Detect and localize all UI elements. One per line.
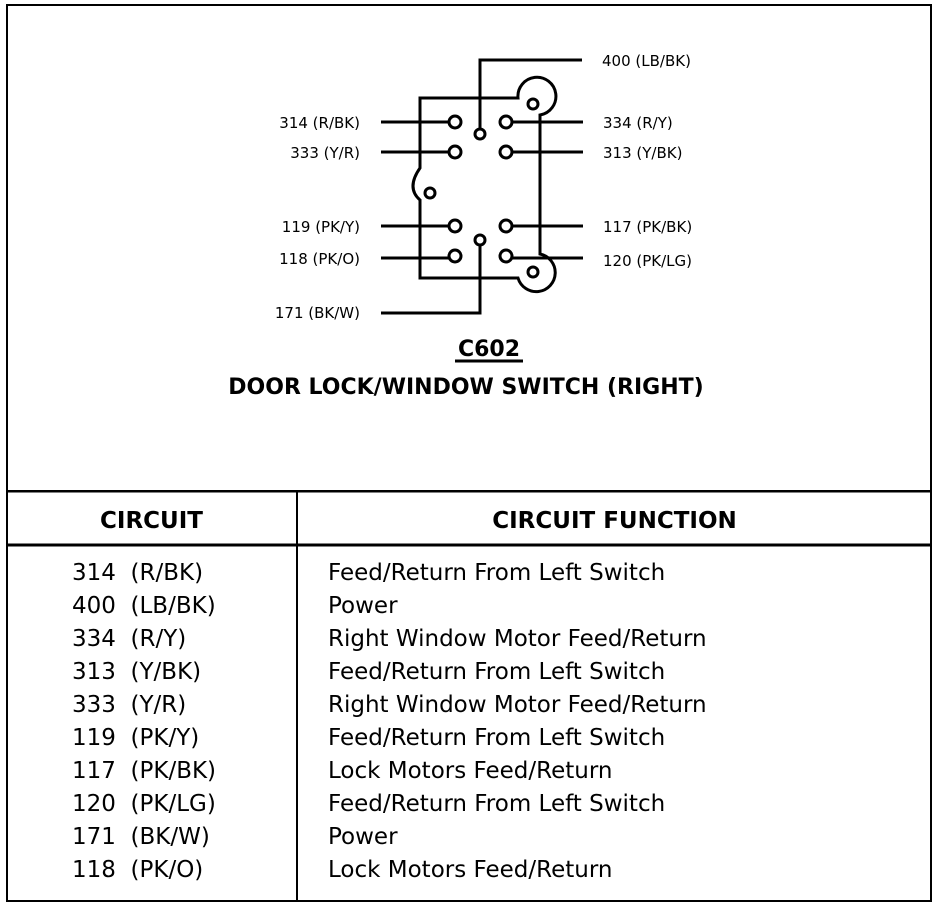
wire-label-118: 118 (PK/O) bbox=[279, 250, 360, 268]
function-cell: Feed/Return From Left Switch bbox=[328, 560, 666, 586]
circuit-cell: 118 (PK/O) bbox=[72, 857, 204, 883]
wire-label-120: 120 (PK/LG) bbox=[603, 252, 692, 270]
wire-label-171: 171 (BK/W) bbox=[275, 304, 360, 322]
wire-label-400: 400 (LB/BK) bbox=[602, 52, 691, 70]
circuit-cell: 117 (PK/BK) bbox=[72, 758, 217, 784]
function-cell: Right Window Motor Feed/Return bbox=[328, 626, 707, 652]
table-row: 333 (Y/R) Right Window Motor Feed/Return bbox=[6, 692, 932, 725]
table-row: 334 (R/Y) Right Window Motor Feed/Return bbox=[6, 626, 932, 659]
terminal-119 bbox=[447, 218, 463, 234]
table-row: 171 (BK/W) Power bbox=[6, 824, 932, 857]
terminal-314 bbox=[447, 114, 463, 130]
circuit-cell: 119 (PK/Y) bbox=[72, 725, 200, 751]
terminal-313 bbox=[498, 144, 514, 160]
terminal-118 bbox=[447, 248, 463, 264]
function-cell: Feed/Return From Left Switch bbox=[328, 725, 666, 751]
circuit-cell: 313 (Y/BK) bbox=[72, 659, 202, 685]
function-cell: Right Window Motor Feed/Return bbox=[328, 692, 707, 718]
circuit-cell: 400 (LB/BK) bbox=[72, 593, 216, 619]
header-circuit-function: CIRCUIT FUNCTION bbox=[492, 508, 737, 534]
terminal-171 bbox=[473, 233, 487, 247]
terminal-400 bbox=[473, 127, 487, 141]
table-row: 400 (LB/BK) Power bbox=[6, 593, 932, 626]
header-circuit: CIRCUIT bbox=[100, 508, 203, 534]
wire-label-313: 313 (Y/BK) bbox=[603, 144, 682, 162]
wire-label-117: 117 (PK/BK) bbox=[603, 218, 692, 236]
wire-label-314: 314 (R/BK) bbox=[279, 114, 360, 132]
connector-id: C602 bbox=[458, 337, 520, 362]
circuit-cell: 314 (R/BK) bbox=[72, 560, 204, 586]
connector-title: DOOR LOCK/WINDOW SWITCH (RIGHT) bbox=[228, 375, 703, 400]
circuit-cell: 333 (Y/R) bbox=[72, 692, 187, 718]
table-row: 313 (Y/BK) Feed/Return From Left Switch bbox=[6, 659, 932, 692]
terminal-120 bbox=[498, 248, 514, 264]
wire-label-119: 119 (PK/Y) bbox=[282, 218, 360, 236]
terminal-pins bbox=[447, 114, 514, 264]
page-frame bbox=[6, 4, 932, 902]
function-cell: Lock Motors Feed/Return bbox=[328, 758, 613, 784]
circuit-cell: 171 (BK/W) bbox=[72, 824, 210, 850]
terminal-334 bbox=[498, 114, 514, 130]
function-cell: Power bbox=[328, 824, 398, 850]
table-row: 119 (PK/Y) Feed/Return From Left Switch bbox=[6, 725, 932, 758]
circuit-cell: 334 (R/Y) bbox=[72, 626, 187, 652]
terminal-333 bbox=[447, 144, 463, 160]
function-cell: Feed/Return From Left Switch bbox=[328, 659, 666, 685]
table-grid bbox=[6, 490, 932, 902]
function-cell: Lock Motors Feed/Return bbox=[328, 857, 613, 883]
connector-diagram: 400 (LB/BK) 314 (R/BK) 333 (Y/R) 119 (PK… bbox=[228, 52, 703, 400]
terminal-117 bbox=[498, 218, 514, 234]
table-row: 314 (R/BK) Feed/Return From Left Switch bbox=[6, 560, 932, 593]
function-cell: Power bbox=[328, 593, 398, 619]
wire-leads bbox=[381, 58, 583, 315]
wire-label-334: 334 (R/Y) bbox=[603, 114, 673, 132]
function-cell: Feed/Return From Left Switch bbox=[328, 791, 666, 817]
table-row: 118 (PK/O) Lock Motors Feed/Return bbox=[6, 857, 932, 890]
table-row: 120 (PK/LG) Feed/Return From Left Switch bbox=[6, 791, 932, 824]
circuit-cell: 120 (PK/LG) bbox=[72, 791, 216, 817]
connector-body bbox=[411, 75, 558, 294]
circuit-table: CIRCUIT CIRCUIT FUNCTION 314 (R/BK) Feed… bbox=[6, 490, 932, 902]
wire-label-333: 333 (Y/R) bbox=[290, 144, 360, 162]
table-row: 117 (PK/BK) Lock Motors Feed/Return bbox=[6, 758, 932, 791]
